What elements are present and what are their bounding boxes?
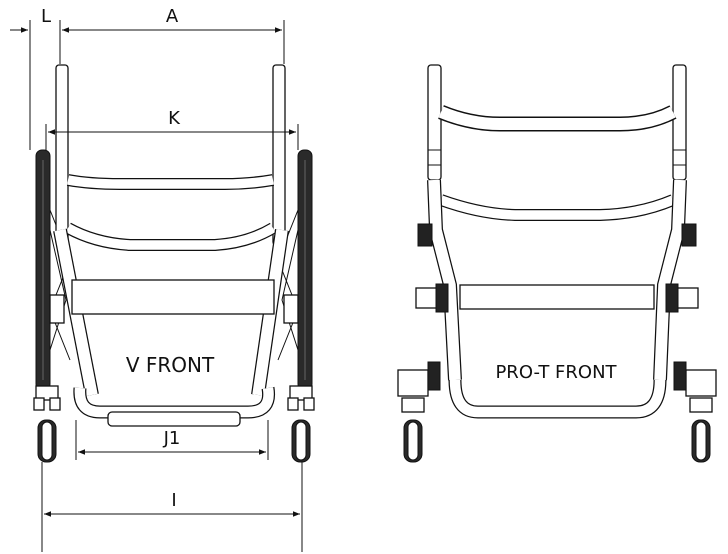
- dimension-k: K: [45, 108, 299, 150]
- pro-t-front-label: PRO-T FRONT: [495, 362, 617, 383]
- dimension-i-label: I: [171, 490, 176, 511]
- left-front-caster: [33, 385, 61, 463]
- pro-t-lower-crossbar: [438, 194, 676, 221]
- dimension-l-label: L: [41, 6, 51, 27]
- pro-t-right-caster: [673, 361, 717, 463]
- dimension-l: L: [10, 6, 51, 150]
- pro-t-top-crossbar: [438, 105, 677, 132]
- v-front-view: V FRONT A L K J1: [10, 6, 315, 552]
- right-front-caster: [287, 385, 315, 463]
- left-rear-wheel: [35, 149, 71, 391]
- backrest-uprights: [55, 64, 286, 246]
- pro-t-front-view: PRO-T FRONT: [397, 64, 717, 463]
- right-rear-wheel: [277, 149, 313, 391]
- dimension-a: A: [59, 6, 285, 64]
- pro-t-seat: [459, 284, 655, 310]
- backrest-crossbars: [65, 174, 277, 251]
- v-front-label: V FRONT: [126, 353, 215, 377]
- pro-t-left-caster: [397, 361, 441, 463]
- dimension-j1-label: J1: [163, 428, 181, 449]
- front-frame: [53, 228, 289, 427]
- dimension-k-label: K: [168, 108, 181, 129]
- dimension-i: I: [41, 462, 303, 552]
- dimension-j1: J1: [75, 420, 269, 460]
- pro-t-side-frame: [427, 179, 687, 419]
- dimension-a-label: A: [166, 6, 179, 27]
- pro-t-axles: [415, 223, 699, 313]
- seat: [71, 279, 275, 315]
